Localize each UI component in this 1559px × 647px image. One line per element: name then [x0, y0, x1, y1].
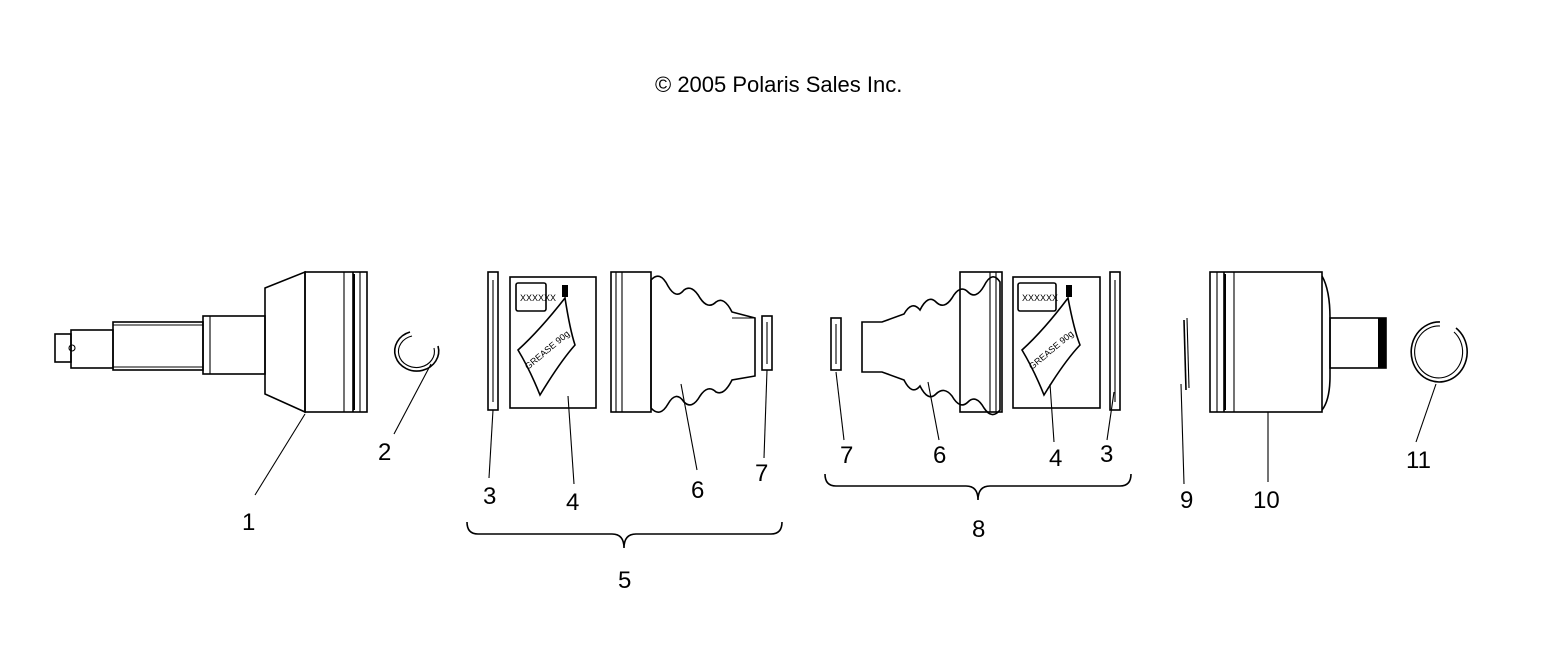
callout-7-left: 7	[755, 460, 768, 487]
svg-text:XXXXXX: XXXXXX	[1022, 293, 1058, 303]
callout-1: 1	[242, 509, 255, 536]
part-4-grease-package-left: XXXXXX GREASE 90g	[509, 276, 597, 409]
callout-2: 2	[378, 439, 391, 466]
svg-text:XXXXXX: XXXXXX	[520, 293, 556, 303]
callout-4-right: 4	[1049, 445, 1062, 472]
group-5-bracket	[466, 521, 783, 549]
grease-package-label-right: GREASE 90g	[1027, 328, 1076, 371]
part-10-cv-joint-inner	[1209, 271, 1387, 413]
part-3-clamp-right	[1109, 271, 1121, 411]
callout-7-right: 7	[840, 442, 853, 469]
part-6-cv-boot-left	[610, 271, 756, 413]
leader-lines	[254, 363, 1437, 496]
callout-3-right: 3	[1100, 441, 1113, 468]
callout-8: 8	[972, 516, 985, 543]
callout-3-left: 3	[483, 483, 496, 510]
part-9-snap-ring	[1183, 317, 1190, 391]
callout-10: 10	[1253, 487, 1280, 514]
part-3-clamp-left	[487, 271, 499, 411]
callout-11: 11	[1406, 447, 1431, 474]
part-6-cv-boot-right	[861, 271, 1003, 416]
callout-6-right: 6	[933, 442, 946, 469]
part-7-small-clamp-left	[761, 315, 773, 371]
callout-5: 5	[618, 567, 631, 594]
grease-package-label: GREASE 90g	[523, 328, 572, 371]
callout-4-left: 4	[566, 489, 579, 516]
copyright-notice: © 2005 Polaris Sales Inc.	[655, 72, 903, 97]
callout-6-left: 6	[691, 477, 704, 504]
part-7-small-clamp-right	[830, 317, 842, 371]
part-4-grease-package-right: XXXXXX GREASE 90g	[1012, 276, 1101, 409]
group-8-bracket	[824, 473, 1132, 501]
callout-9: 9	[1180, 487, 1193, 514]
part-1-cv-joint-outer	[54, 270, 368, 414]
part-11-circlip	[1410, 321, 1468, 383]
part-2-circlip	[393, 331, 440, 372]
